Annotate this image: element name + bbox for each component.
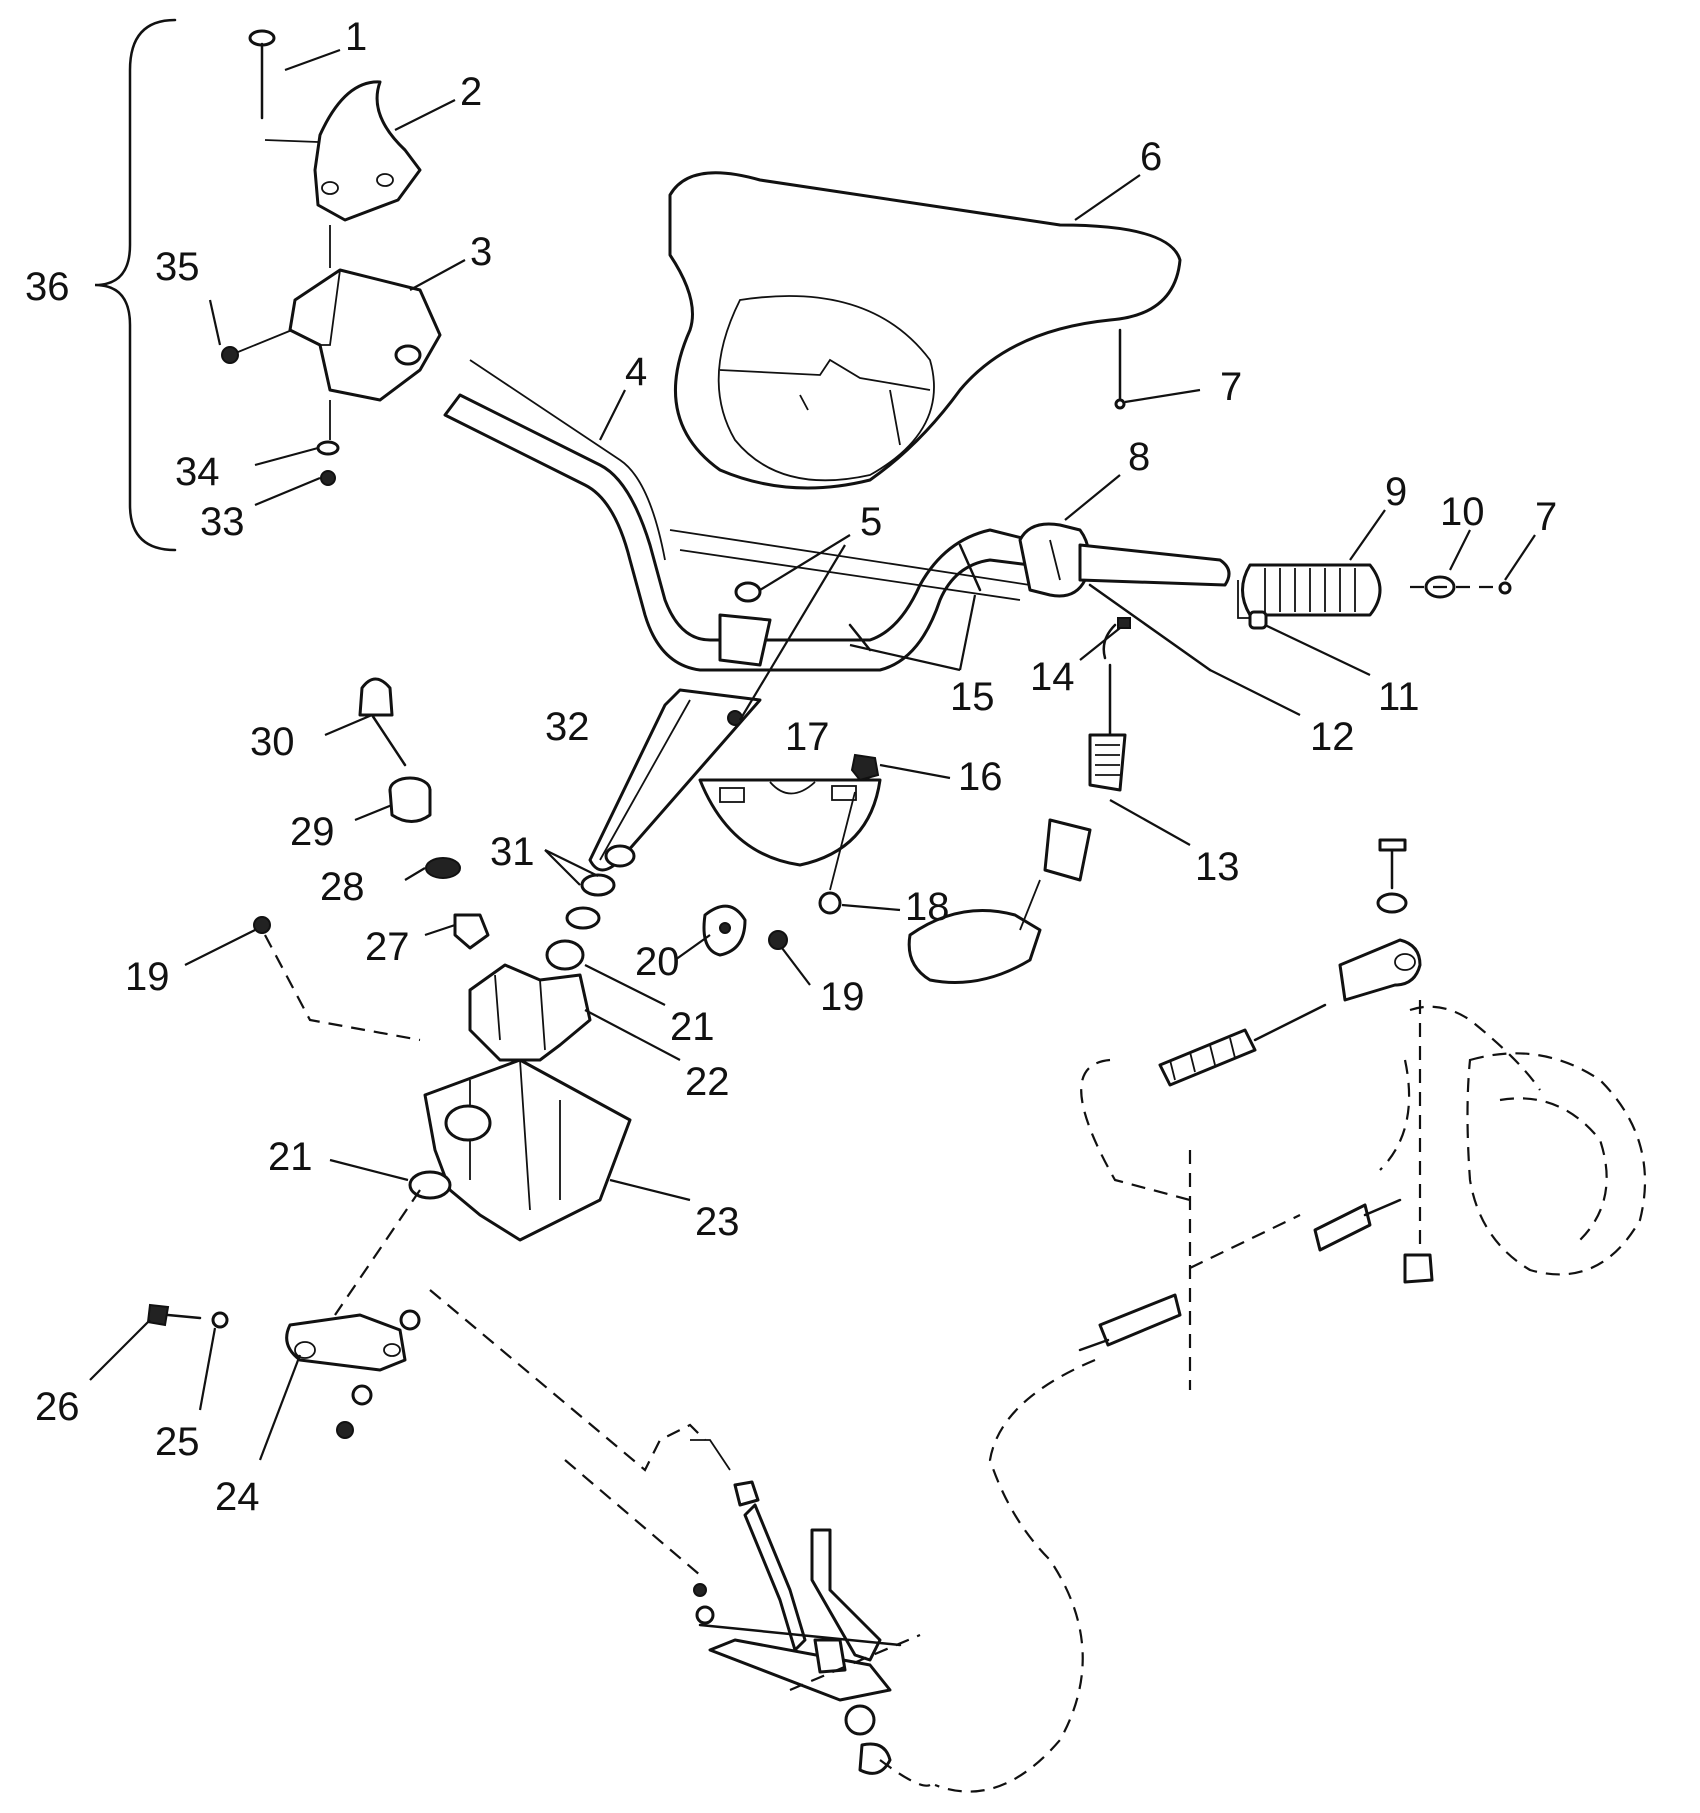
nut-part-24b: [336, 1309, 421, 1439]
cap-part-11: [1248, 610, 1268, 630]
bolt-part-26: [146, 1303, 202, 1327]
callout-36: 36: [25, 265, 70, 309]
callout-4: 4: [625, 350, 647, 394]
bracket-part-2: [313, 80, 422, 222]
callout-labels: 1 2 3 4 5 6 7 7 8 9 10 11 12 13 14 15 16…: [25, 15, 1557, 1519]
nut-part-35: [221, 346, 239, 364]
callout-35: 35: [155, 245, 200, 289]
washer-part-34: [316, 440, 340, 456]
clamp-part-5: [718, 581, 772, 667]
bushing-part-20: [702, 904, 747, 957]
callout-7-right: 7: [1535, 495, 1557, 539]
callout-2: 2: [460, 70, 482, 114]
callout-33: 33: [200, 500, 245, 544]
screw-part-7-end: [1498, 581, 1512, 595]
knob-part-30: [358, 677, 407, 767]
steering-post-part-32: [588, 688, 762, 872]
callout-34: 34: [175, 450, 220, 494]
tie-rod-end: [1338, 838, 1434, 1284]
bolt-part-16: [850, 753, 880, 782]
screw-part-7-upper: [1114, 328, 1126, 410]
pin-part-1: [248, 29, 276, 120]
callout-23: 23: [695, 1200, 740, 1244]
switch-housing-part-3: [288, 268, 442, 402]
callout-26: 26: [35, 1385, 80, 1429]
grip-part-9: [1241, 563, 1382, 617]
callout-18: 18: [905, 885, 950, 929]
callout-24: 24: [215, 1475, 260, 1519]
callout-14: 14: [1030, 655, 1075, 699]
throttle-housing-part-8: [1018, 522, 1231, 598]
callout-25: 25: [155, 1420, 200, 1464]
callout-12: 12: [1310, 715, 1355, 759]
screw-part-12: [1088, 583, 1212, 672]
nut-part-18: [818, 891, 842, 915]
callout-22: 22: [685, 1060, 730, 1104]
cable-ties-part-15: [848, 543, 982, 652]
callout-6: 6: [1140, 135, 1162, 179]
nut-part-19-right: [768, 930, 788, 950]
callout-19-left: 19: [125, 955, 170, 999]
callout-31: 31: [490, 830, 535, 874]
callout-21-upper: 21: [670, 1005, 715, 1049]
callout-7-upper: 7: [1220, 365, 1242, 409]
lever-part-24: [285, 1313, 407, 1372]
nut-part-5b: [727, 710, 743, 726]
callout-30: 30: [250, 720, 295, 764]
washer-part-31: [565, 873, 616, 930]
throttle-linkage-bottom: [690, 1439, 902, 1775]
bushing-part-21-upper: [545, 939, 585, 971]
callout-15: 15: [950, 675, 995, 719]
callout-5: 5: [860, 500, 882, 544]
assembly-bracket: [94, 18, 177, 552]
nut-part-19-left: [253, 916, 271, 934]
nut-part-27: [453, 913, 490, 950]
callout-13: 13: [1195, 845, 1240, 889]
callout-32: 32: [545, 705, 590, 749]
set-screw-part-14: [1117, 617, 1131, 629]
callout-11: 11: [1378, 675, 1420, 719]
throttle-cable-lower: [1078, 1003, 1402, 1352]
callout-21-lower: 21: [268, 1135, 313, 1179]
callout-27: 27: [365, 925, 410, 969]
cable-part-13: [907, 623, 1127, 984]
bushing-part-29: [388, 776, 432, 823]
spring-part-28: [425, 857, 461, 879]
callout-9: 9: [1385, 470, 1407, 514]
callout-16: 16: [958, 755, 1003, 799]
callout-3: 3: [470, 230, 492, 274]
nut-part-33: [320, 470, 336, 486]
handlebar-pad-part-6: [668, 171, 1182, 490]
callout-28: 28: [320, 865, 365, 909]
handlebar-part-4: [443, 359, 1032, 672]
callout-29: 29: [290, 810, 335, 854]
plate-part-17: [698, 778, 882, 867]
callout-19-right: 19: [820, 975, 865, 1019]
callout-20: 20: [635, 940, 680, 984]
callout-1: 1: [345, 15, 367, 59]
mounting-base-part-23: [423, 1058, 632, 1242]
pivot-bracket-part-22: [468, 963, 592, 1062]
callout-17: 17: [785, 715, 830, 759]
washer-part-25: [211, 1311, 229, 1329]
callout-8: 8: [1128, 435, 1150, 479]
leader-lines: [89, 48, 1536, 1461]
callout-10: 10: [1440, 490, 1485, 534]
